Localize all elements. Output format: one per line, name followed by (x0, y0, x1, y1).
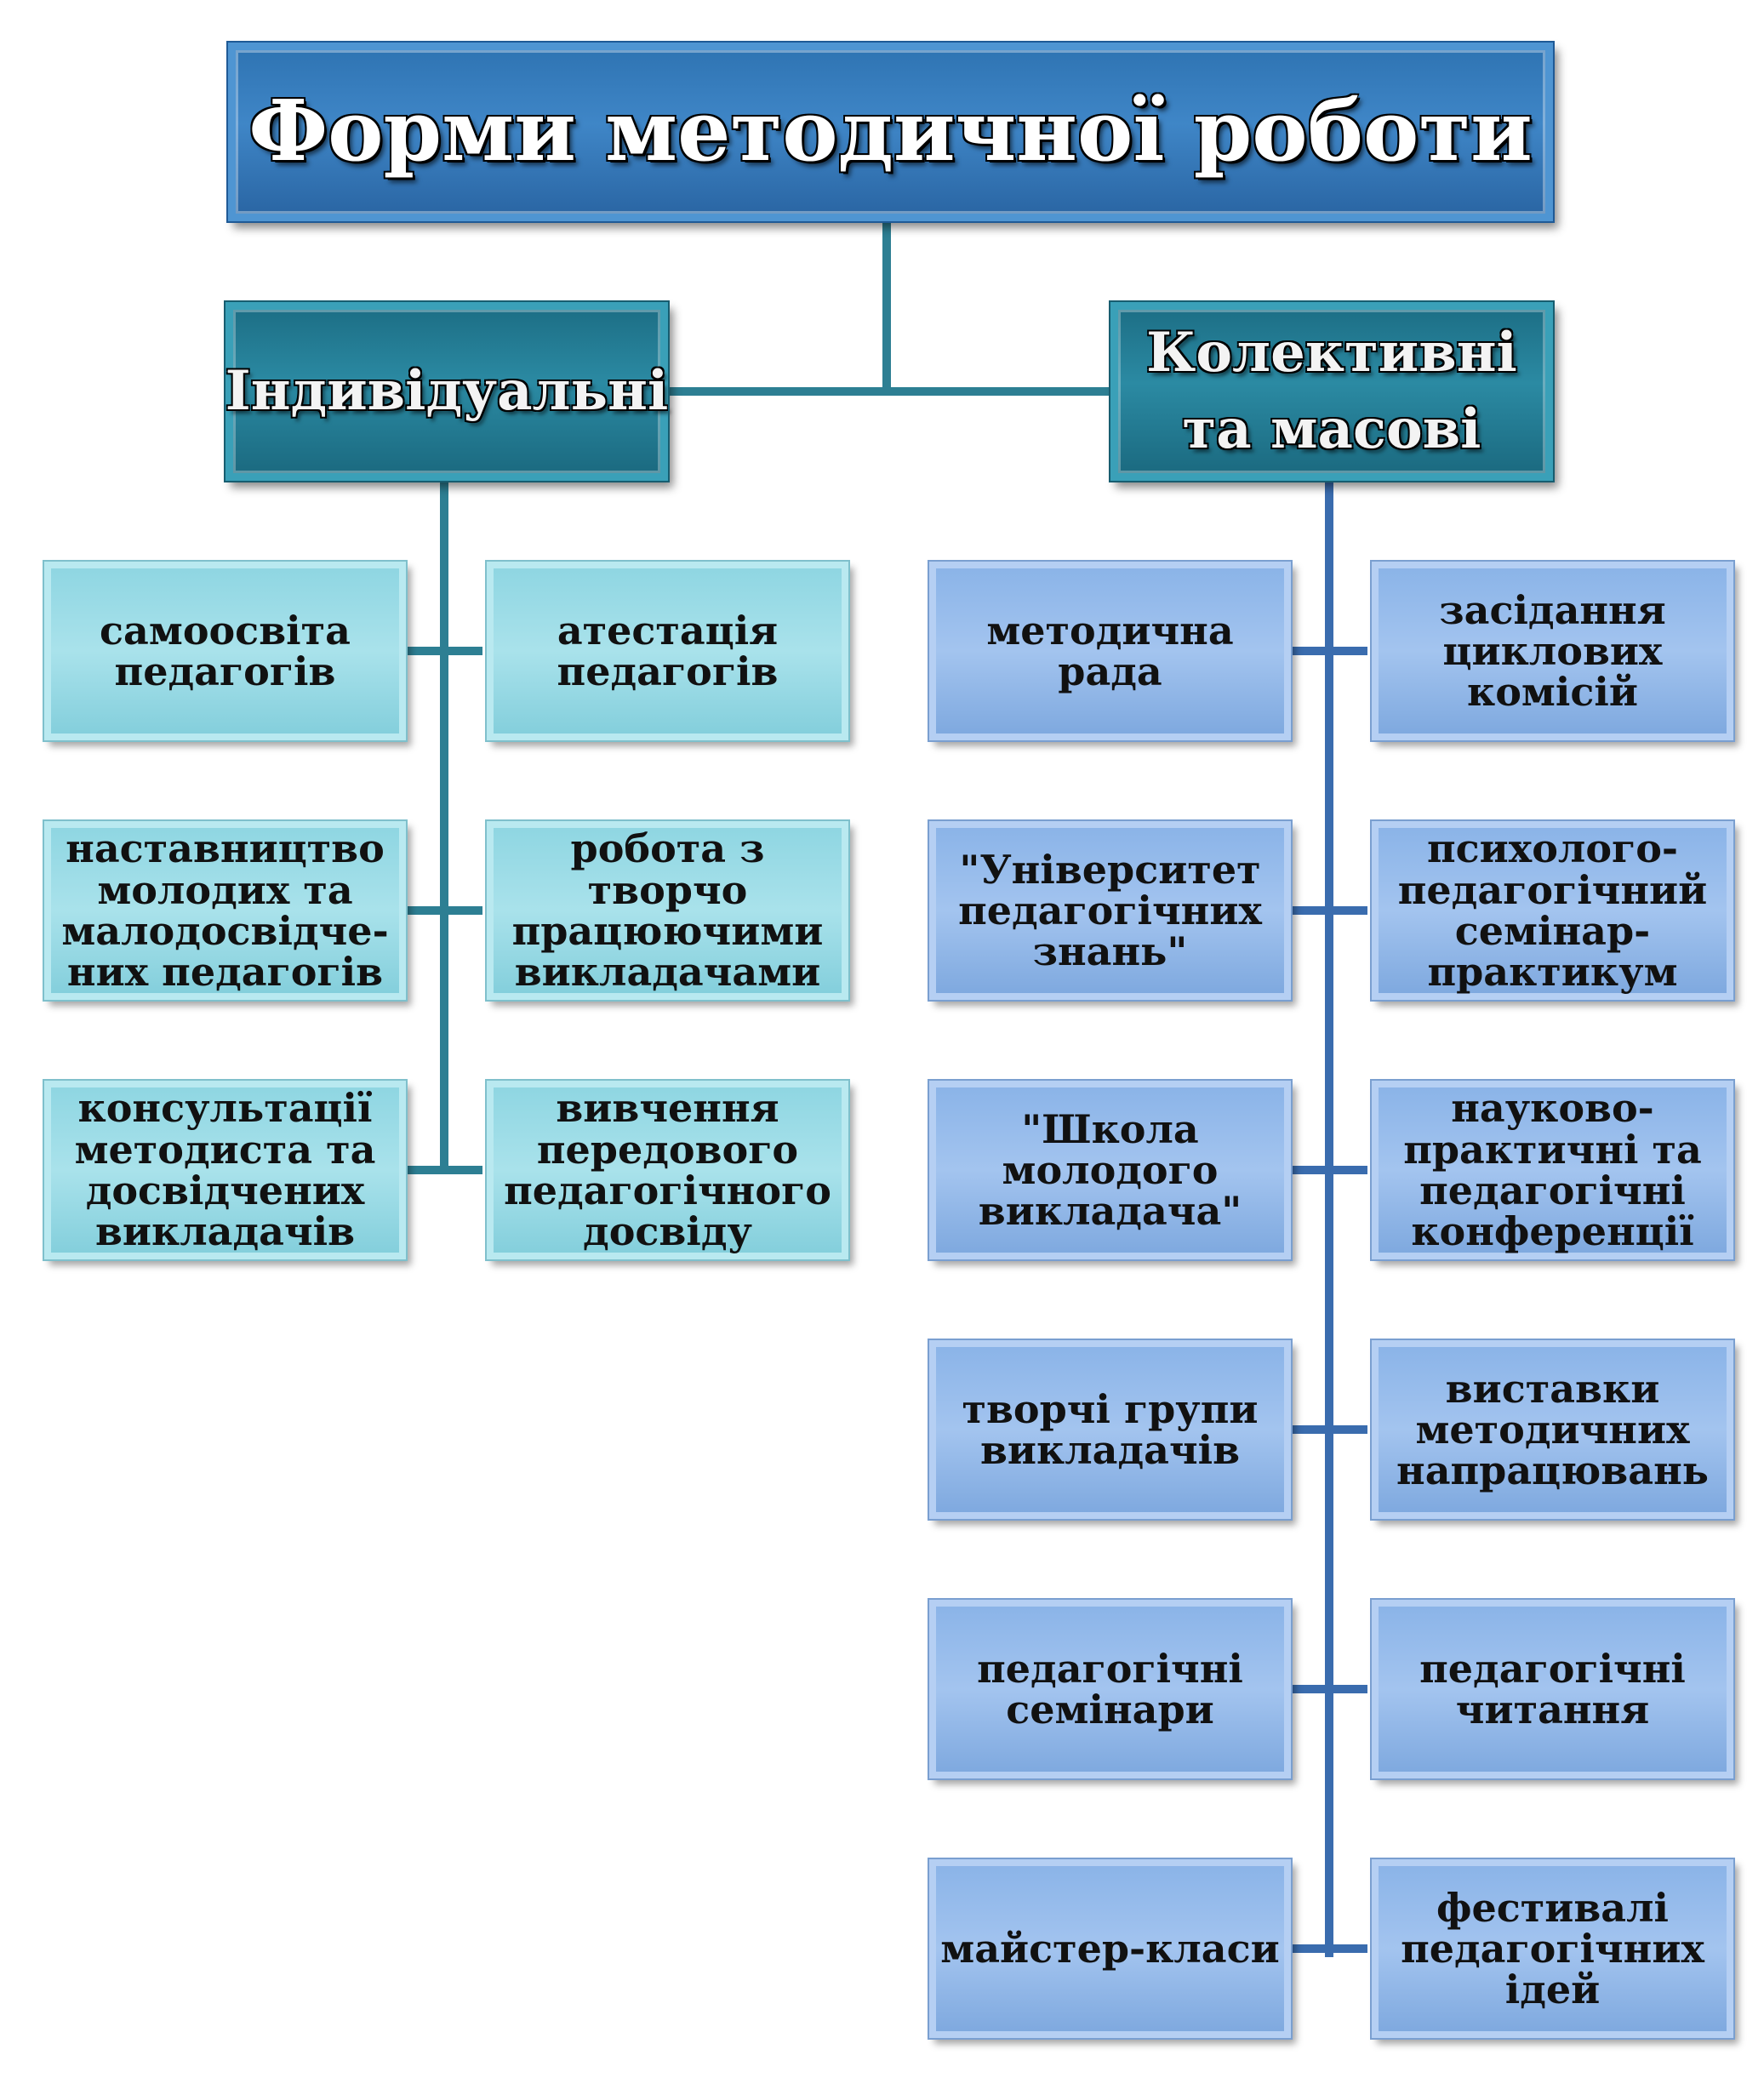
individual-item-5: консультації методиста та досвідчених ви… (43, 1079, 408, 1261)
individual-item-1: самоосвіта педагогів (43, 560, 408, 742)
collective-item-5: "Школа молодого викладача" (928, 1079, 1293, 1261)
category-collective-label: Колективні та масові (1146, 321, 1517, 461)
connector-collective-row6 (1291, 1944, 1367, 1953)
collective-item-9: педагогічні семінари (928, 1598, 1293, 1780)
connector-individual-trunk (440, 481, 448, 1174)
connector-collective-row5 (1291, 1685, 1367, 1693)
collective-item-2: засідання циклових комісій (1370, 560, 1735, 742)
connector-collective-row1 (1291, 647, 1367, 655)
diagram-title: Форми методичної роботи (226, 41, 1555, 223)
collective-item-11: майстер-класи (928, 1858, 1293, 2040)
individual-item-3: наставництво молодих та малодосвідче- ни… (43, 819, 408, 1002)
category-individual: Індивідуальні (224, 300, 670, 482)
collective-item-12: фестивалі педагогічних ідей (1370, 1858, 1735, 2040)
collective-item-10: педагогічні читання (1370, 1598, 1735, 1780)
collective-item-3: "Університет педагогічних знань" (928, 819, 1293, 1002)
connector-collective-row4 (1291, 1425, 1367, 1434)
connector-individual-row3 (406, 1166, 482, 1174)
category-collective: Колективні та масові (1109, 300, 1555, 482)
connector-collective-row3 (1291, 1166, 1367, 1174)
individual-item-4: робота з творчо працюючими викладачами (485, 819, 850, 1002)
individual-item-6: вивчення передового педагогічного досвід… (485, 1079, 850, 1261)
collective-item-7: творчі групи викладачів (928, 1339, 1293, 1521)
connector-collective-trunk (1325, 481, 1333, 1957)
connector-individual-row1 (406, 647, 482, 655)
collective-item-8: виставки методичних напрацювань (1370, 1339, 1735, 1521)
category-individual-label: Індивідуальні (225, 359, 669, 424)
connector-collective-row2 (1291, 906, 1367, 915)
collective-item-6: науково- практичні та педагогічні конфер… (1370, 1079, 1735, 1261)
collective-item-1: методична рада (928, 560, 1293, 742)
collective-item-4: психолого- педагогічний семінар- практик… (1370, 819, 1735, 1002)
individual-item-2: атестація педагогів (485, 560, 850, 742)
connector-individual-row2 (406, 906, 482, 915)
connector-category-bar (668, 387, 1110, 396)
connector-title-down (882, 221, 891, 396)
